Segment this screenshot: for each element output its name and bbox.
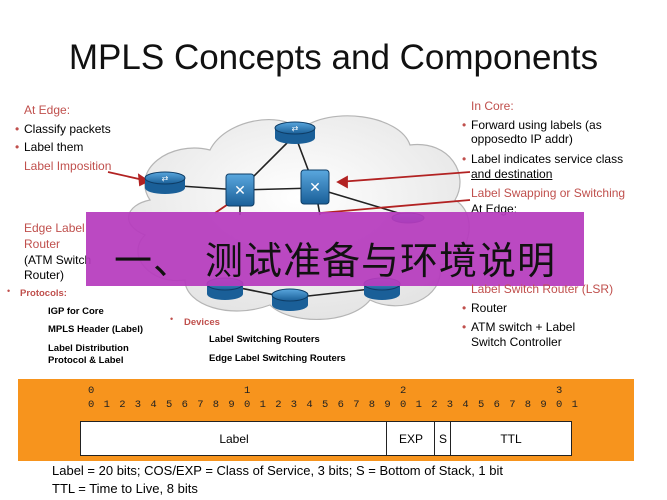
bit-index: 3 <box>446 399 454 411</box>
edge-router-line: (ATM Switch <box>24 253 92 267</box>
edge-heading: At Edge: <box>24 103 71 117</box>
bullet-dot: • <box>7 286 11 296</box>
slide-title: MPLS Concepts and Components <box>68 38 599 77</box>
swapping-label: Label Swapping or Switching <box>471 186 626 200</box>
bit-index: 2 <box>431 399 438 411</box>
bit-index: 5 <box>478 399 485 411</box>
edge-router-line: Router <box>24 237 61 251</box>
exp-field: EXP <box>386 421 436 456</box>
svg-text:⇄: ⇄ <box>162 174 169 183</box>
device-item: Edge Label Switching Routers <box>209 353 346 364</box>
bit-index: 0 <box>556 399 563 411</box>
protocols-heading: Protocols: <box>20 288 67 299</box>
banner-text: 一、 测试准备与环境说明 <box>113 239 557 283</box>
bit-tens-index: 3 <box>556 385 563 397</box>
router-icon <box>271 288 309 311</box>
core-item-cont: and destination <box>471 167 553 181</box>
bit-index: 2 <box>119 399 126 411</box>
bit-index: 1 <box>259 399 266 411</box>
svg-text:✕: ✕ <box>309 179 321 195</box>
label-imposition-label: Label Imposition <box>24 159 112 173</box>
bit-index: 8 <box>212 399 220 411</box>
edge-router-line: Router) <box>24 268 65 282</box>
bit-index: 8 <box>524 399 532 411</box>
svg-text:⇄: ⇄ <box>292 124 299 133</box>
bit-index: 6 <box>493 399 500 411</box>
svg-text:✕: ✕ <box>234 182 246 198</box>
chinese-banner <box>86 212 584 286</box>
bit-index: 3 <box>134 399 142 411</box>
atm-switch-icon: ✕ <box>300 169 330 205</box>
bit-index: 5 <box>322 399 329 411</box>
bit-index: 0 <box>244 399 251 411</box>
bit-index: 0 <box>400 399 407 411</box>
bit-index: 0 <box>88 399 95 411</box>
protocol-item: IGP for Core <box>48 306 104 317</box>
core-item: Label indicates service class <box>462 152 623 167</box>
protocol-item: Protocol & Label <box>48 355 124 366</box>
bullet-dot: • <box>170 314 174 324</box>
device-item: Label Switching Routers <box>209 334 320 345</box>
bit-index: 1 <box>103 399 110 411</box>
devices-heading: Devices <box>184 317 220 328</box>
caption-line: TTL = Time to Live, 8 bits <box>52 481 198 496</box>
lsr-item-cont: Switch Controller <box>471 335 562 349</box>
bit-index: 7 <box>509 399 516 411</box>
bit-index: 4 <box>306 399 313 411</box>
bit-index: 9 <box>228 399 235 411</box>
atm-switch-icon: ✕ <box>225 173 255 207</box>
core-item: Forward using labels (as <box>462 118 602 133</box>
bit-index: 1 <box>415 399 422 411</box>
edge-item: Label them <box>15 140 83 155</box>
core-item-cont: opposedto IP addr) <box>471 132 573 146</box>
bit-index: 3 <box>290 399 298 411</box>
router-icon: ⇄ <box>274 121 316 144</box>
bit-index: 4 <box>150 399 157 411</box>
router-icon: ⇄ <box>144 171 186 194</box>
bit-index: 9 <box>384 399 391 411</box>
edge-item: Classify packets <box>15 122 111 137</box>
bit-index: 2 <box>275 399 282 411</box>
bit-index: 7 <box>353 399 360 411</box>
protocol-item: MPLS Header (Label) <box>48 324 144 335</box>
bit-index: 6 <box>181 399 188 411</box>
lsr-item: Router <box>462 301 507 316</box>
ttl-field: TTL <box>450 421 572 456</box>
bit-index: 1 <box>571 399 578 411</box>
bit-index: 4 <box>462 399 469 411</box>
bit-index: 8 <box>368 399 376 411</box>
bit-index: 9 <box>540 399 547 411</box>
bit-index: 6 <box>337 399 344 411</box>
lsr-item: ATM switch + Label <box>462 320 575 335</box>
bit-index: 5 <box>166 399 173 411</box>
label-field: Label <box>80 421 388 456</box>
caption-line: Label = 20 bits; COS/EXP = Class of Serv… <box>52 463 504 478</box>
edge-router-line: Edge Label <box>24 221 85 235</box>
bit-tens-index: 1 <box>244 385 251 397</box>
protocol-item: Label Distribution <box>48 343 129 354</box>
lsr-heading: Label Switch Router (LSR) <box>471 282 614 296</box>
bit-tens-index: 2 <box>400 385 407 397</box>
bit-tens-index: 0 <box>88 385 95 397</box>
bit-index: 7 <box>197 399 204 411</box>
core-heading: In Core: <box>471 99 514 113</box>
